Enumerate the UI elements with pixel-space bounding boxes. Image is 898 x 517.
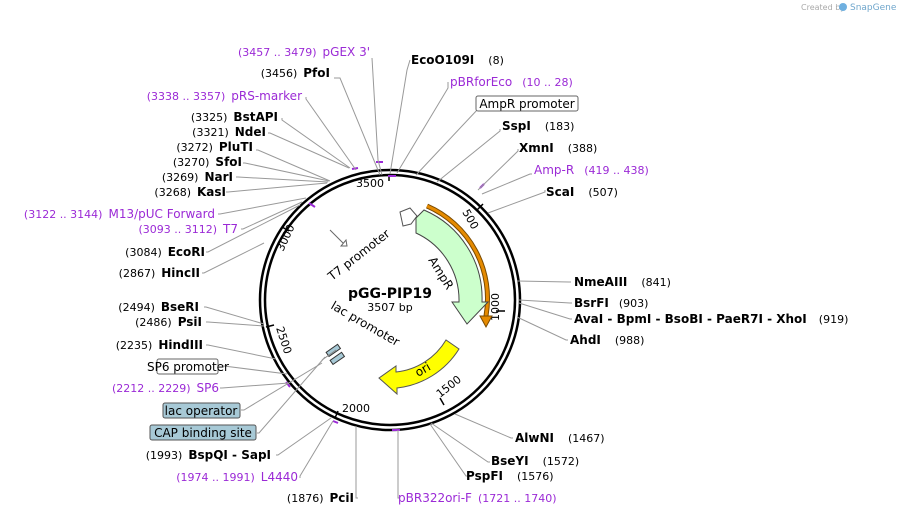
t7-promoter-arrowhead-icon <box>339 238 348 247</box>
labels-left: (3457 .. 3479)pGEX 3' (3456)PfoI (3338 .… <box>24 45 370 505</box>
ampr-orange-arrow <box>426 204 490 317</box>
label-t7[interactable]: (3093 .. 3112)T7 <box>138 222 238 236</box>
snapgene-logo-icon <box>839 3 847 11</box>
label-nari[interactable]: (3269)NarI <box>162 170 233 184</box>
tick-label-2000: 2000 <box>342 402 370 415</box>
label-amp-r[interactable]: Amp-R(419 .. 438) <box>534 163 649 177</box>
label-hindiii[interactable]: (2235)HindIII <box>116 338 203 352</box>
svg-text:lac operator: lac operator <box>165 404 238 418</box>
label-bseyi[interactable]: BseYI(1572) <box>491 454 579 468</box>
credit-prefix: Created by <box>801 3 845 12</box>
label-alwni[interactable]: AlwNI(1467) <box>515 431 605 445</box>
svg-text:SP6 promoter: SP6 promoter <box>147 360 229 374</box>
label-sspi[interactable]: SspI(183) <box>502 119 574 133</box>
snapgene-credit: Created by SnapGene <box>801 3 897 13</box>
plasmid-size: 3507 bp <box>367 301 412 314</box>
svg-text:AmpR promoter: AmpR promoter <box>479 97 574 111</box>
ampr-promoter-arrow <box>399 207 418 227</box>
tick-label-3500: 3500 <box>356 177 384 190</box>
label-bsrfi[interactable]: BsrFI(903) <box>574 296 648 310</box>
label-bstapi[interactable]: (3325)BstAPI <box>191 110 278 124</box>
t7-promoter-arrow <box>329 229 345 245</box>
label-kasi[interactable]: (3268)KasI <box>154 185 226 199</box>
label-l4440[interactable]: (1974 .. 1991)L4440 <box>176 470 298 484</box>
label-pspfi[interactable]: PspFI(1576) <box>466 469 554 483</box>
ampr-feature-arrow <box>415 209 490 325</box>
ori-feature-arrow <box>378 339 460 396</box>
label-avai-group[interactable]: AvaI - BpmI - BsoBI - PaeR7I - XhoI(919) <box>574 312 848 326</box>
label-pbr322ori-f[interactable]: pBR322ori-F(1721 .. 1740) <box>398 491 557 505</box>
labels-right: pBR322ori-F(1721 .. 1740) EcoO109I(8) pB… <box>398 53 848 505</box>
label-pgex3[interactable]: (3457 .. 3479)pGEX 3' <box>238 45 370 59</box>
label-scai[interactable]: ScaI(507) <box>546 185 618 199</box>
label-prs-marker[interactable]: (3338 .. 3357)pRS-marker <box>147 89 302 103</box>
label-pfoi[interactable]: (3456)PfoI <box>261 66 330 80</box>
tick-label-3000: 3000 <box>274 222 298 253</box>
label-m13-puc-forward[interactable]: (3122 .. 3144)M13/pUC Forward <box>24 207 215 221</box>
plasmid-name: pGG-PIP19 <box>348 286 432 302</box>
label-cap-binding-site[interactable]: CAP binding site <box>149 424 257 441</box>
label-psii[interactable]: (2486)PsiI <box>135 315 202 329</box>
label-ecoo109i[interactable]: EcoO109I(8) <box>411 53 504 67</box>
label-ndei[interactable]: (3321)NdeI <box>192 125 266 139</box>
label-nmeaiii[interactable]: NmeAIII(841) <box>574 275 671 289</box>
label-pbrforeco[interactable]: pBRforEco(10 .. 28) <box>450 75 573 89</box>
svg-text:CAP binding site: CAP binding site <box>154 426 252 440</box>
label-xmni[interactable]: XmnI(388) <box>519 141 597 155</box>
label-sfoi[interactable]: (3270)SfoI <box>173 155 242 169</box>
label-pluti[interactable]: (3272)PluTI <box>176 140 253 154</box>
label-pcii[interactable]: (1876)PciI <box>287 491 354 505</box>
label-bspqi-sapi[interactable]: (1993)BspQI - SapI <box>146 448 271 462</box>
cap-binding-block <box>325 343 342 358</box>
label-hincii[interactable]: (2867)HincII <box>119 266 200 280</box>
label-lac-operator[interactable]: lac operator <box>162 402 241 419</box>
ori-feature-label: ori <box>413 360 434 380</box>
credit-brand: SnapGene <box>850 3 897 13</box>
tick-label-1500: 1500 <box>434 373 464 400</box>
ampr-orange-arrowhead-icon <box>479 315 493 329</box>
label-ampr-promoter[interactable]: AmpR promoter <box>475 95 579 112</box>
label-ahdi[interactable]: AhdI(988) <box>570 333 644 347</box>
label-sp6-promoter[interactable]: SP6 promoter <box>147 358 229 375</box>
tick-label-1000: 1000 <box>489 293 502 321</box>
label-sp6[interactable]: (2212 .. 2229)SP6 <box>112 381 219 395</box>
label-bseri[interactable]: (2494)BseRI <box>118 300 199 314</box>
lac-operator-block <box>329 351 346 366</box>
label-ecori[interactable]: (3084)EcoRI <box>125 245 205 259</box>
leader-lines <box>202 57 572 499</box>
